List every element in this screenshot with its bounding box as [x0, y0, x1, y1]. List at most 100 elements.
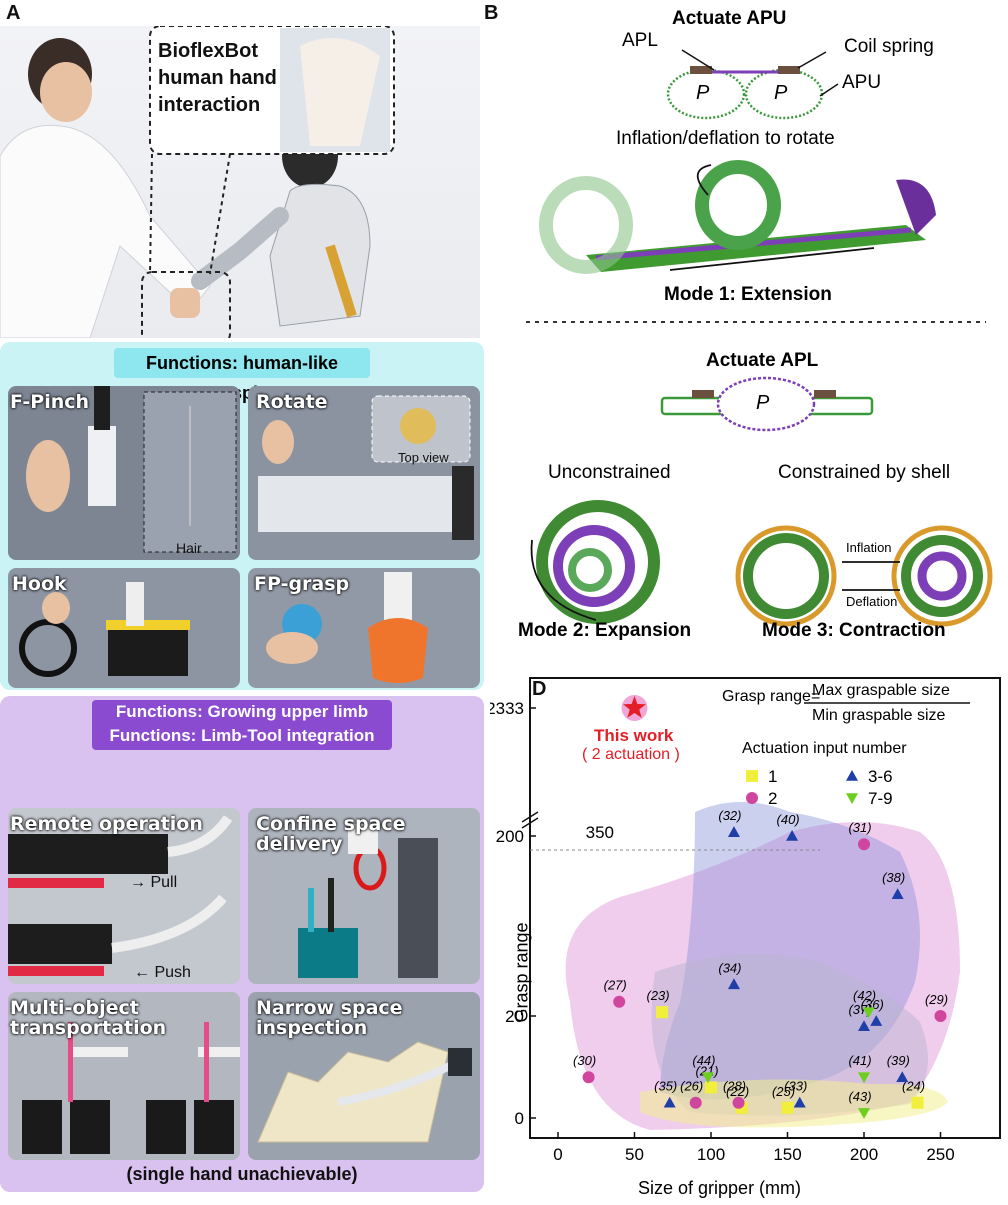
confine-line2: delivery — [256, 833, 343, 855]
data-point-ref: (35) — [654, 1079, 677, 1094]
confine-line1: Confine space — [256, 813, 406, 835]
data-point — [701, 1072, 714, 1084]
this-work-star — [623, 696, 646, 718]
formula-denominator: Min graspable size — [812, 707, 946, 724]
panel-b: Actuate APU APL Coil spring APU P P Infl… — [486, 0, 1006, 672]
hook-gripper — [126, 582, 144, 626]
legend-title: Actuation input number — [742, 740, 907, 757]
hair-label: Hair — [176, 540, 202, 556]
legend-label-3-6: 3-6 — [868, 767, 893, 786]
panel-a-photo: BioflexBot human hand interaction — [0, 25, 480, 345]
legend-marker-3-6 — [846, 770, 858, 781]
headphones-shape — [19, 619, 77, 677]
data-point-ref: (34) — [718, 960, 741, 975]
inflation-rotate-label: Inflation/deflation to rotate — [616, 128, 835, 149]
legend-label-1: 1 — [768, 767, 777, 786]
basket-4 — [194, 1100, 234, 1154]
confine-illustration — [298, 824, 438, 978]
confine-wall — [398, 838, 438, 978]
x-tick-label: 0 — [553, 1145, 562, 1164]
x-tick-label: 50 — [625, 1145, 644, 1164]
y-axis-label: Grasp range — [511, 922, 532, 1023]
legend-marker-2 — [746, 792, 758, 804]
hook-photo — [8, 568, 240, 688]
panel-label-b: B — [484, 2, 499, 24]
multi-line2: transportation — [10, 1017, 167, 1039]
data-point — [656, 1006, 669, 1019]
narrow-line2: inspection — [256, 1017, 368, 1039]
brush-1 — [68, 1022, 73, 1102]
apl-pointer — [681, 49, 715, 71]
mode1-rotate-arrow — [696, 164, 712, 196]
push-label: ← Push — [134, 964, 191, 981]
apl-label: APL — [622, 30, 658, 51]
data-point — [870, 1015, 883, 1026]
basket-2 — [70, 1100, 110, 1154]
x-tick-label: 250 — [926, 1145, 954, 1164]
data-point — [705, 1081, 717, 1094]
apl-spring-left — [692, 390, 714, 398]
multi-object-photo — [8, 992, 240, 1160]
pressure-label-right: P — [774, 82, 788, 104]
data-point — [891, 888, 904, 899]
mode2-arrow — [530, 539, 597, 621]
mode1-roll-ghost — [539, 176, 633, 274]
data-point — [663, 1096, 676, 1108]
mode3-spiral-right — [901, 535, 983, 617]
data-point-ref: (26) — [680, 1079, 703, 1094]
robot-torso-shape — [269, 183, 371, 327]
pressure-label-apl: P — [756, 392, 770, 414]
mode1-label: Mode 1: Extension — [664, 284, 832, 305]
mode1-extension-arrow — [669, 247, 875, 271]
legend-marker-7-9 — [846, 793, 858, 804]
mode1-roll — [695, 160, 781, 250]
remote-operation-photo — [8, 808, 240, 984]
unconstrained-label: Unconstrained — [548, 462, 671, 483]
hook-illustration — [19, 582, 190, 677]
basket-1 — [22, 1100, 62, 1154]
mode3-shell-right — [891, 525, 993, 627]
narrow-space-label: Narrow space inspection — [256, 998, 403, 1038]
data-point-ref: (21) — [695, 1063, 718, 1078]
apl-spring-right — [814, 390, 836, 398]
data-point-ref: (31) — [848, 820, 871, 835]
confine-label: Confine space delivery — [256, 814, 406, 854]
formula-numerator: Max graspable size — [812, 682, 950, 699]
y-tick-label: 200 — [496, 827, 524, 846]
inspection-arm — [337, 1058, 460, 1106]
robot-accent-shape — [325, 244, 357, 318]
pressure-label-left: P — [696, 82, 710, 104]
foam-structure — [257, 1041, 449, 1143]
f-pinch-label: F-Pinch — [10, 391, 90, 413]
data-point-ref: (33) — [784, 1079, 807, 1094]
rotate-gripper-tube — [258, 476, 458, 532]
limb-header: Functions: Growing upper limb Functions:… — [92, 700, 392, 750]
x-tick-label: 100 — [697, 1145, 725, 1164]
callout-line2: human hand — [158, 67, 277, 89]
hook-hand-shape — [42, 592, 70, 624]
inflation-label: Inflation — [846, 540, 892, 555]
data-point-ref: (24) — [902, 1079, 925, 1094]
remote-red-strip-bottom — [8, 966, 104, 976]
remote-illustration — [8, 815, 233, 976]
y-tick-label: 0 — [515, 1109, 524, 1128]
f-pinch-illustration — [26, 386, 237, 553]
legend-label-7-9: 7-9 — [868, 789, 893, 808]
mode2-spiral-outer — [536, 500, 660, 624]
human-hand-shape — [170, 288, 200, 318]
deflation-label: Deflation — [846, 594, 898, 609]
panel-label-a: A — [6, 2, 21, 24]
data-point — [582, 1071, 595, 1084]
mode2-spiral-inner — [568, 548, 612, 592]
limb-header-line1: Functions: Growing upper limb — [115, 702, 369, 721]
mode2-spiral-mid — [553, 525, 635, 607]
top-view-label: Top view — [398, 450, 449, 465]
mode3-spiral-left — [743, 533, 829, 619]
mode3-label: Mode 3: Contraction — [762, 620, 946, 641]
human-robot-illustration — [0, 25, 395, 345]
rotate-mount — [452, 466, 474, 540]
